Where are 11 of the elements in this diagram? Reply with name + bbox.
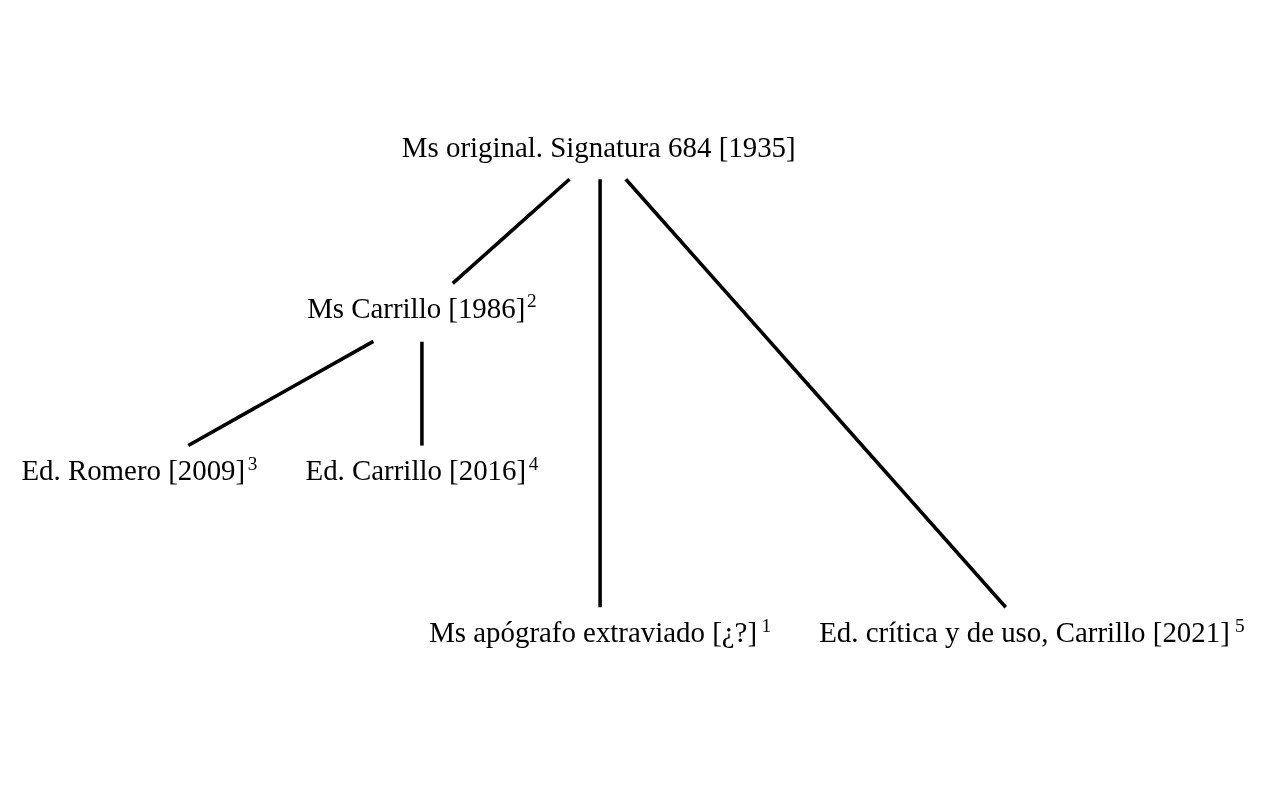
- node-text: Ed. Romero [2009]$^{3}$: [21, 452, 258, 487]
- node-text: Ms Carrillo [1986]$^{2}$: [307, 290, 537, 324]
- node-text: Ed. Carrillo [2016]$^{4}$: [305, 452, 539, 487]
- connector: [187, 339, 375, 447]
- connector: [451, 177, 571, 285]
- connector: [598, 179, 602, 608]
- node-text: Ed. crítica y de uso, Carrillo [2021]$^{5}$: [819, 614, 1245, 649]
- node-text: Ms apógrafo extraviado [¿?]$^{1}$: [429, 614, 772, 649]
- connector: [624, 178, 1008, 609]
- connector: [420, 341, 424, 446]
- node-text: Ms original. Signatura 684 [1935]: [401, 131, 796, 164]
